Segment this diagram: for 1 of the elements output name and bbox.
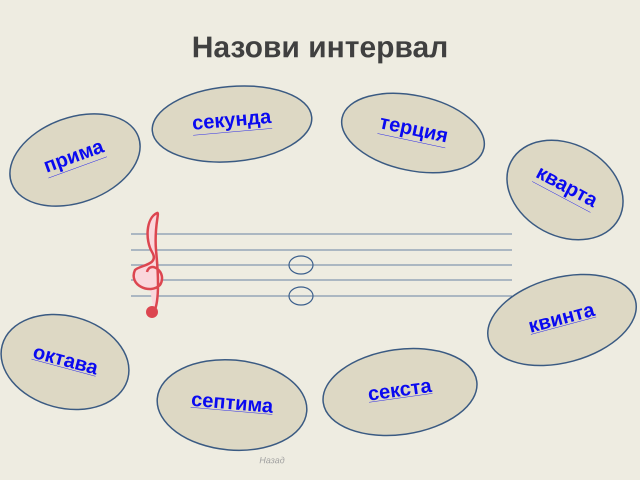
title: Назови интервал (194, 36, 446, 64)
